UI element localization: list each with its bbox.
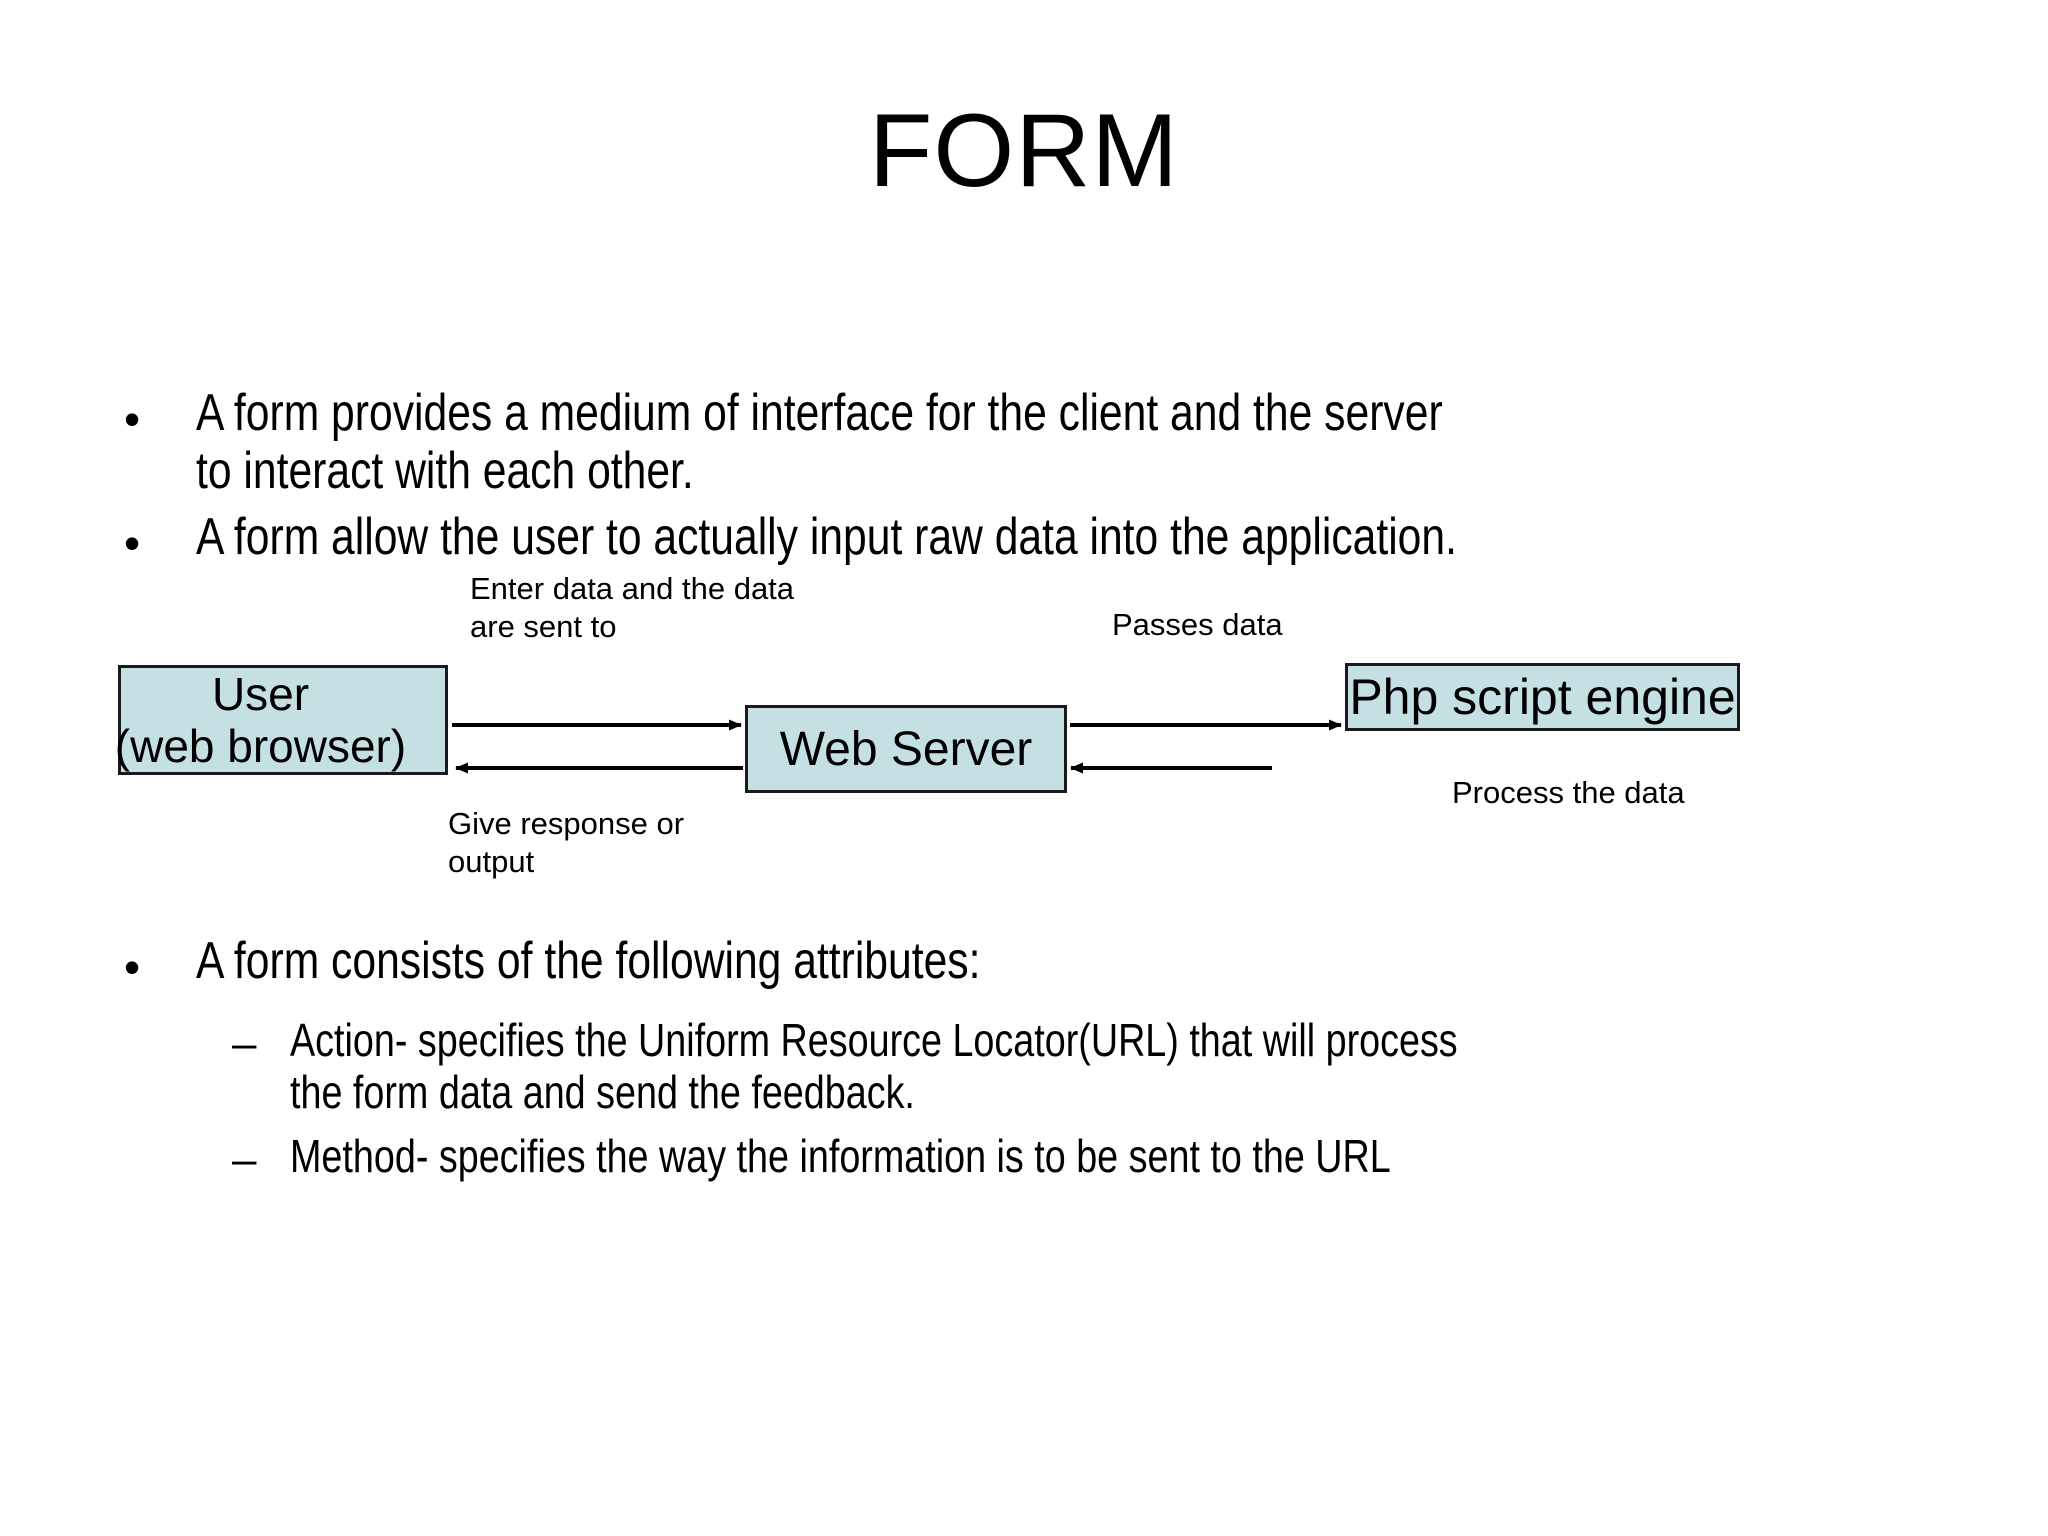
sub-bullet-marker: – — [232, 1019, 257, 1068]
sub-bullet-line-text: the form data and send the feedback. — [290, 1066, 915, 1118]
diagram-node-webserver: Web Server — [745, 705, 1067, 793]
sub-bullet-line-text: Method- specifies the way the informatio… — [290, 1130, 1391, 1182]
bullet-marker: • — [124, 941, 141, 993]
bullet-line-text: A form provides a medium of interface fo… — [196, 384, 1443, 442]
sub-bullet-marker: – — [232, 1135, 257, 1184]
bullet-line-text: to interact with each other. — [196, 442, 694, 500]
page-title: FORM — [868, 93, 1180, 209]
diagram-node-user: User (web browser) — [115, 665, 448, 775]
diagram-node-php-label: Php script engine — [1349, 669, 1736, 725]
bullet-marker: • — [124, 517, 141, 569]
diagram-label-give-response: Give response or output — [448, 806, 685, 879]
diagram-label-process-data: Process the data — [1452, 775, 1685, 810]
sub-bullet-line: Action- specifies the Uniform Resource L… — [290, 1012, 1714, 1068]
sub-bullet-line: the form data and send the feedback. — [290, 1064, 1052, 1120]
form-flow-diagram: User (web browser) Web Server Php script… — [0, 570, 2048, 900]
diagram-node-user-line2: (web browser) — [114, 720, 407, 772]
sub-bullet-line: Method- specifies the way the informatio… — [290, 1128, 1632, 1184]
bullet-line: A form consists of the following attribu… — [196, 930, 1153, 992]
bullet-line: A form provides a medium of interface fo… — [196, 382, 1716, 444]
diagram-label-enter-data: Enter data and the data are sent to — [470, 571, 795, 644]
diagram-node-php: Php script engine — [1345, 663, 1740, 731]
diagram-node-user-text: User (web browser) — [76, 668, 445, 772]
bullet-line: to interact with each other. — [196, 440, 803, 502]
bullet-line-text: A form allow the user to actually input … — [196, 508, 1457, 566]
bullet-marker: • — [124, 393, 141, 445]
sub-bullet-line-text: Action- specifies the Uniform Resource L… — [290, 1014, 1458, 1066]
bullet-line: A form allow the user to actually input … — [196, 506, 1734, 568]
diagram-label-passes-data: Passes data — [1112, 607, 1283, 642]
diagram-node-user-line1: User — [211, 668, 310, 720]
bullet-line-text: A form consists of the following attribu… — [196, 932, 981, 990]
